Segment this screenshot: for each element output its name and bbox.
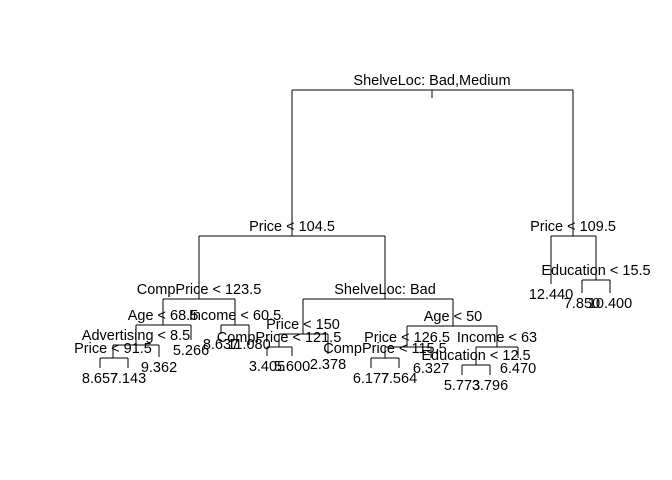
leaf-value-L13: 7.850 bbox=[564, 296, 600, 312]
leaf-value-L19: 11.080 bbox=[227, 337, 270, 353]
split-label-n10: Price < 150 bbox=[266, 317, 340, 333]
split-label-n22: Price < 126.5 bbox=[364, 330, 450, 346]
leaf-value-L92: 5.773 bbox=[444, 378, 480, 394]
split-label-n3: Price < 109.5 bbox=[530, 219, 616, 235]
split-label-n2: Price < 104.5 bbox=[249, 219, 335, 235]
leaf-value-L47: 6.470 bbox=[500, 361, 536, 377]
leaf-value-L64: 8.657 bbox=[82, 371, 118, 387]
split-label-n44: CompPrice < 115.5 bbox=[323, 341, 446, 357]
split-label-n32: Price < 91.5 bbox=[74, 341, 152, 357]
leaf-value-L89: 7.564 bbox=[381, 371, 417, 387]
leaf-value-L33: 9.362 bbox=[141, 360, 177, 376]
leaf-value-L21: 2.378 bbox=[310, 357, 346, 373]
split-label-n5: ShelveLoc: Bad bbox=[334, 282, 436, 298]
leaf-value-L45: 6.327 bbox=[413, 361, 449, 377]
split-label-root: ShelveLoc: Bad,Medium bbox=[353, 73, 510, 89]
split-label-n4: CompPrice < 123.5 bbox=[137, 282, 262, 298]
split-label-n20: CompPrice < 121.5 bbox=[217, 330, 342, 346]
split-label-n46: Education < 12.5 bbox=[421, 348, 530, 364]
leaf-value-L17: 5.266 bbox=[173, 343, 209, 359]
leaf-value-L12: 12.440 bbox=[529, 287, 573, 303]
leaf-value-L14: 10.400 bbox=[588, 296, 632, 312]
split-label-n16: Advertising < 8.5 bbox=[82, 328, 190, 344]
tree-branches bbox=[99, 89, 611, 375]
split-label-n23: Income < 63 bbox=[457, 330, 537, 346]
leaf-value-L18: 8.637 bbox=[203, 337, 239, 353]
leaf-value-L41: 5.600 bbox=[274, 359, 310, 375]
split-label-n11: Age < 50 bbox=[424, 309, 482, 325]
leaf-value-L93: 3.796 bbox=[472, 378, 508, 394]
split-label-n6: Education < 15.5 bbox=[541, 263, 650, 279]
leaf-value-L88: 6.177 bbox=[353, 371, 389, 387]
leaf-value-L40: 3.405 bbox=[249, 359, 285, 375]
split-label-n8: Age < 68.5 bbox=[128, 308, 199, 324]
split-label-n9: Income < 60.5 bbox=[189, 308, 281, 324]
leaf-value-L65: 7.143 bbox=[110, 371, 146, 387]
